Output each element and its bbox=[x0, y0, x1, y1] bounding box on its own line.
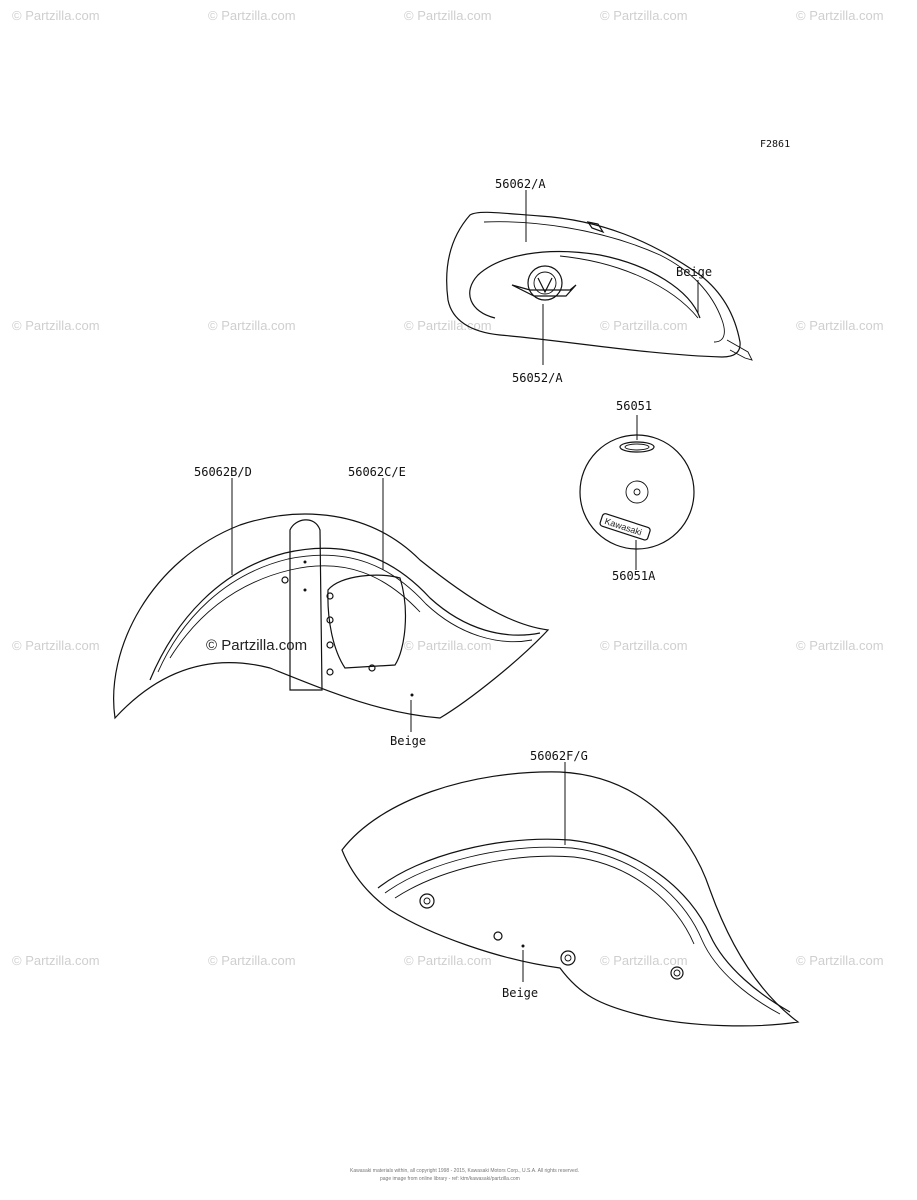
watermark: © Partzilla.com bbox=[796, 318, 884, 333]
watermark: © Partzilla.com bbox=[600, 953, 688, 968]
part-number-label[interactable]: 56062B/D bbox=[194, 465, 252, 479]
watermark: © Partzilla.com bbox=[12, 638, 100, 653]
fuel-tank[interactable]: 56062/A 56052/A Beige bbox=[446, 177, 753, 385]
watermark: © Partzilla.com bbox=[12, 953, 100, 968]
rear-fender-stripe bbox=[394, 855, 695, 945]
tank-emblem bbox=[511, 265, 577, 301]
rear-fender[interactable]: 56062F/G Beige bbox=[341, 749, 800, 1027]
watermark: © Partzilla.com bbox=[600, 638, 688, 653]
watermark: © Partzilla.com bbox=[12, 8, 100, 23]
mount-hole bbox=[419, 893, 435, 909]
watermark: © Partzilla.com bbox=[404, 953, 492, 968]
rear-fender-stripe bbox=[384, 846, 781, 1015]
watermark: © Partzilla.com bbox=[796, 953, 884, 968]
mount-hole bbox=[326, 616, 334, 624]
watermark: © Partzilla.com bbox=[404, 638, 492, 653]
tank-rear-mount bbox=[726, 339, 753, 361]
watermark: © Partzilla.com bbox=[208, 8, 296, 23]
side-cover-bolt bbox=[633, 488, 641, 496]
figure-code: F2861 bbox=[760, 139, 790, 150]
front-fender-stripe bbox=[149, 547, 541, 681]
fender-cutout bbox=[327, 574, 407, 669]
mount-hole bbox=[423, 897, 431, 905]
rear-fender-outline bbox=[341, 771, 800, 1027]
mount-hole bbox=[326, 668, 334, 676]
front-fender[interactable]: © Partzilla.com 56062B/D 56062C/E Beige bbox=[113, 465, 550, 748]
part-number-label[interactable]: 56052/A bbox=[512, 371, 563, 385]
side-cover-center bbox=[625, 480, 649, 504]
watermark: © Partzilla.com bbox=[600, 318, 688, 333]
mount-hole bbox=[303, 588, 307, 592]
watermark: © Partzilla.com bbox=[796, 8, 884, 23]
watermark: © Partzilla.com bbox=[796, 638, 884, 653]
mount-hole bbox=[410, 693, 414, 697]
watermark: © Partzilla.com bbox=[404, 8, 492, 23]
watermark: © Partzilla.com bbox=[404, 318, 492, 333]
side-cover-badge: Kawasaki bbox=[599, 513, 651, 541]
tank-filler-cap bbox=[586, 221, 605, 234]
part-number-label[interactable]: 56062F/G bbox=[530, 749, 588, 763]
rear-fender-stripe bbox=[377, 838, 791, 1013]
mount-hole bbox=[673, 969, 681, 977]
color-label: Beige bbox=[502, 986, 538, 1000]
tank-stripe-upper bbox=[469, 250, 701, 319]
front-fender-stripe bbox=[157, 554, 533, 673]
color-label: Beige bbox=[390, 734, 426, 748]
watermark-grid: © Partzilla.com © Partzilla.com © Partzi… bbox=[12, 8, 884, 968]
side-cover[interactable]: Kawasaki 56051 56051A bbox=[579, 399, 695, 583]
side-cover-emblem bbox=[619, 441, 655, 453]
watermark: © Partzilla.com bbox=[12, 318, 100, 333]
part-number-label[interactable]: 56051A bbox=[612, 569, 656, 583]
part-number-label[interactable]: 56062/A bbox=[495, 177, 546, 191]
mount-hole bbox=[368, 664, 376, 672]
part-number-label[interactable]: 56062C/E bbox=[348, 465, 406, 479]
color-label: Beige bbox=[676, 265, 712, 279]
mount-hole bbox=[521, 944, 525, 948]
watermark-overlay: © Partzilla.com bbox=[206, 637, 307, 654]
mount-hole bbox=[670, 966, 684, 980]
watermark: © Partzilla.com bbox=[208, 318, 296, 333]
front-fender-outline bbox=[113, 513, 550, 720]
mount-hole bbox=[281, 576, 289, 584]
footer-copyright: Kawasaki materials within, all copyright… bbox=[350, 1168, 579, 1174]
mount-hole bbox=[326, 641, 334, 649]
watermark: © Partzilla.com bbox=[600, 8, 688, 23]
mount-hole bbox=[564, 954, 572, 962]
tank-outline bbox=[446, 211, 741, 358]
mount-hole bbox=[303, 560, 307, 564]
mount-hole bbox=[326, 592, 334, 600]
watermark: © Partzilla.com bbox=[208, 953, 296, 968]
fender-bracket bbox=[289, 519, 323, 691]
mount-hole bbox=[493, 931, 503, 941]
footer-source: page image from online library - ref: kt… bbox=[380, 1176, 520, 1182]
part-number-label[interactable]: 56051 bbox=[616, 399, 652, 413]
tank-stripe-lower bbox=[559, 255, 699, 319]
tank-inner-edge bbox=[483, 221, 725, 343]
mount-hole bbox=[560, 950, 576, 966]
